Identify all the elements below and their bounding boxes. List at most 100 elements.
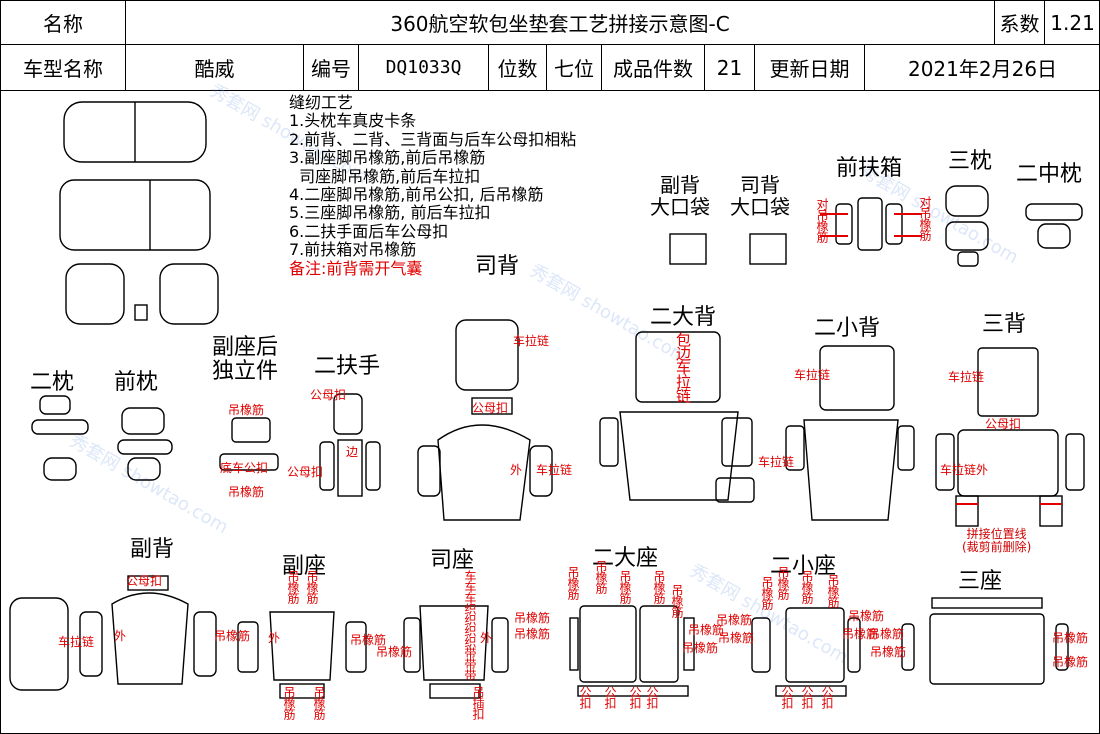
annotation: 公扣 (645, 686, 659, 708)
san-zhen-drawing (945, 185, 989, 267)
fu-zuo-hou-label: 副座后 独立件 (212, 335, 279, 384)
er-zhen-label: 二枕 (30, 370, 75, 395)
annotation: 吊橡筋 (376, 645, 413, 659)
si-bei-bag-label: 司背 大口袋 (730, 173, 790, 219)
annotation: 吊橡筋 (716, 613, 753, 627)
fu-bei-label: 副背 (130, 537, 175, 562)
annotation: 拼接位置线 (裁剪前删除) (962, 527, 1032, 554)
fu-bei-bag-label: 副背 大口袋 (650, 173, 710, 219)
annotation: 车拉链 (794, 368, 831, 382)
notes-remark: 备注:前背需开气囊 (289, 258, 423, 278)
er-da-zuo-label: 二大座 (592, 546, 659, 571)
annotation: 吊橡筋 (1052, 631, 1089, 645)
seat-overview-drawing (59, 101, 219, 325)
san-zuo-drawing (901, 597, 1069, 685)
san-zhen-label: 三枕 (948, 149, 993, 174)
note-item: 2.前背、二背、三背面与后车公母扣相粘 (289, 129, 577, 149)
annotation: 吊橡筋 (286, 570, 300, 603)
note-item: 7.前扶箱对吊橡筋 (289, 240, 417, 260)
san-zuo-label: 三座 (958, 569, 1003, 594)
si-bei-bag-drawing (749, 233, 787, 265)
si-zuo-drawing (403, 605, 509, 699)
code-value: DQ1033Q (358, 44, 489, 91)
annotation: 吊橡筋 (228, 485, 265, 499)
annotation: 车拉链 (940, 463, 977, 477)
annotation: 公扣 (578, 686, 592, 708)
annotation: 车拉链 (58, 635, 95, 649)
er-fu-shou-label: 二扶手 (314, 354, 381, 379)
annotation: 公母扣 (985, 417, 1022, 431)
annotation: 边 (346, 445, 359, 459)
annotation: 吊橡筋 (594, 560, 608, 593)
annotation: 吊橡筋 (760, 576, 774, 609)
annotation: 吊橡筋 (1052, 655, 1089, 669)
fu-bei-bag-drawing (669, 233, 707, 265)
er-xiao-bei-label: 二小背 (814, 316, 881, 341)
coef-value: 1.21 (1044, 0, 1100, 45)
er-xiao-zuo-label: 二小座 (770, 554, 837, 579)
er-xiao-zuo-drawing (751, 607, 861, 697)
er-da-bei-label: 二大背 (650, 305, 717, 330)
er-da-bei-drawing (599, 331, 755, 503)
annotation: 对吊橡筋 (918, 196, 932, 240)
note-item: 1.头枕车真皮卡条 (289, 111, 417, 131)
annotation: 公母扣 (287, 465, 324, 479)
update-label: 更新日期 (754, 44, 865, 91)
note-item: 司座脚吊橡筋,前后车拉扣 (289, 166, 481, 186)
annotation: 包边车拉链 (674, 332, 692, 402)
annotation: 吊橡筋 (514, 627, 551, 641)
fu-zuo-hou-drawing (231, 417, 271, 443)
annotation: 公母扣 (472, 401, 509, 415)
pieces-label: 成品件数 (601, 44, 705, 91)
note-item: 5.三座脚吊橡筋, 前后车拉扣 (289, 203, 491, 223)
front-armbox-drawing (835, 197, 903, 251)
note-item: 3.副座脚吊橡筋,前后吊橡筋 (289, 148, 486, 168)
note-item: 6.二扶手面后车公母扣 (289, 221, 449, 241)
annotation: 吊橡筋 (652, 570, 666, 603)
red-arrows (820, 213, 922, 237)
seats-label: 位数 (488, 44, 547, 91)
fu-bei-drawing (9, 575, 217, 691)
annotation: 吊橡筋 (776, 566, 790, 599)
annotation: 吊橡筋 (670, 584, 684, 617)
annotation: 吊橡筋 (350, 633, 387, 647)
annotation: 吊橡筋 (305, 570, 319, 603)
annotation: 吊橡筋 (800, 570, 814, 603)
annotation: 公母扣 (126, 574, 163, 588)
annotation: 外 (268, 631, 281, 645)
front-armbox-label: 前扶箱 (836, 156, 903, 181)
annotation: 车拉链 (513, 334, 550, 348)
annotation: 公扣 (628, 686, 642, 708)
er-zhen-drawing (31, 395, 89, 481)
er-da-zuo-drawing (569, 605, 695, 697)
annotation: 吊橡筋 (566, 566, 580, 599)
annotation: 吊橡筋 (514, 611, 551, 625)
annotation: 吊橡筋 (312, 686, 326, 719)
annotation: 公扣 (780, 686, 794, 708)
seats-value: 七位 (546, 44, 602, 91)
note-item: 4.二座脚吊橡筋,前吊公扣, 后吊橡筋 (289, 185, 544, 205)
annotation: 车拉链 (536, 463, 573, 477)
code-label: 编号 (303, 44, 359, 91)
annotation: 公扣 (800, 686, 814, 708)
sewing-notes: 缝纫工艺 1.头枕车真皮卡条 2.前背、二背、三背面与后车公母扣相粘 3.副座脚… (289, 93, 577, 278)
si-zuo-label: 司座 (430, 548, 475, 573)
pieces-value: 21 (704, 44, 755, 91)
annotation: 车拉链 (948, 370, 985, 384)
annotation: 吊橡筋 (848, 609, 885, 623)
annotation: 吊橡筋 (282, 686, 296, 719)
annotation: 吊橡筋 (870, 645, 907, 659)
annotation: 吊橡筋 (214, 629, 251, 643)
fu-zuo-label: 副座 (282, 554, 327, 579)
annotation: 吊橡筋 (688, 623, 725, 637)
annotation: 公扣 (820, 686, 834, 708)
annotation: 车车车织织织织带带带 (463, 570, 477, 680)
annotation: 公扣 (603, 686, 617, 708)
update-value: 2021年2月26日 (863, 44, 1100, 91)
notes-title: 缝纫工艺 (289, 93, 354, 112)
san-bei-drawing (935, 347, 1085, 527)
annotation: 外 (510, 463, 523, 477)
er-fu-shou-drawing (319, 393, 381, 497)
annotation: 外 (114, 629, 127, 643)
